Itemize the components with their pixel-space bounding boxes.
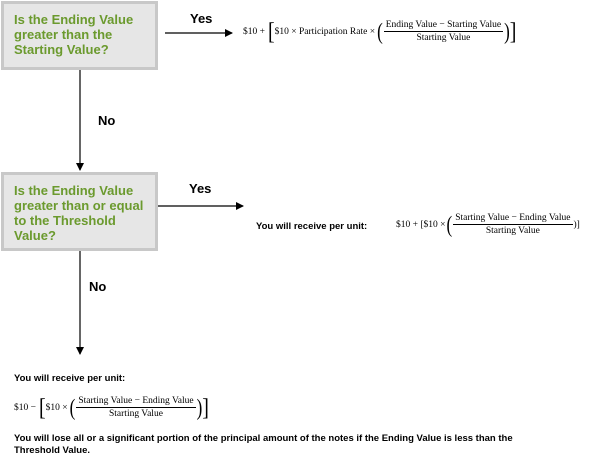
formula-upside-prefix: $10 + [243,26,265,37]
yes-label-2: Yes [189,181,212,196]
formula-downside: $10 − [ $10 × ( Starting Value − Ending … [14,394,209,421]
yes-label-1: Yes [190,11,213,26]
formula-flat-open-paren: ( [446,211,453,238]
no-label-1: No [98,113,116,128]
formula-upside-inner: $10 × Participation Rate × [274,26,376,37]
loss-warning: You will lose all or a significant porti… [14,433,513,456]
formula-close-bracket: ] [509,18,517,45]
formula-downside-fraction: Starting Value − Ending Value Starting V… [76,396,196,419]
formula-downside-inner: $10 × [45,402,68,413]
formula-flat-suffix: )] [573,219,580,230]
decision-box-threshold: Is the Ending Value greater than or equa… [1,172,158,251]
formula-downside-open-bracket: [ [38,394,46,421]
formula-downside-close-paren: ) [196,394,203,421]
formula-downside-denominator: Starting Value [109,409,163,419]
formula-downside-open-paren: ( [69,394,76,421]
formula-upside: $10 + [ $10 × Participation Rate × ( End… [243,18,517,45]
formula-upside-fraction: Ending Value − Starting Value Starting V… [383,20,504,43]
formula-downside-close-bracket: ] [202,394,209,421]
formula-flat-denominator: Starting Value [485,226,540,236]
no-label-2: No [89,279,107,294]
formula-downside-prefix: $10 − [14,402,36,413]
formula-open-paren: ( [377,18,383,45]
formula-flat: $10 + [$10 × ( Starting Value − Ending V… [396,213,580,236]
decision-question-2: Is the Ending Value greater than or equa… [14,183,144,243]
formula-flat-numerator: Starting Value − Ending Value [453,213,573,225]
outcome-flat-intro: You will receive per unit: [256,221,368,232]
formula-open-bracket: [ [267,18,275,45]
decision-box-ending-vs-starting: Is the Ending Value greater than the Sta… [1,1,158,70]
outcome-down-intro: You will receive per unit: [14,373,126,384]
formula-flat-prefix: $10 + [$10 × [396,219,446,230]
formula-flat-fraction: Starting Value − Ending Value Starting V… [453,213,573,236]
formula-upside-numerator: Ending Value − Starting Value [383,20,504,32]
formula-upside-denominator: Starting Value [416,33,471,43]
formula-downside-numerator: Starting Value − Ending Value [76,396,196,408]
formula-close-paren: ) [504,18,510,45]
decision-question-1: Is the Ending Value greater than the Sta… [14,12,134,57]
